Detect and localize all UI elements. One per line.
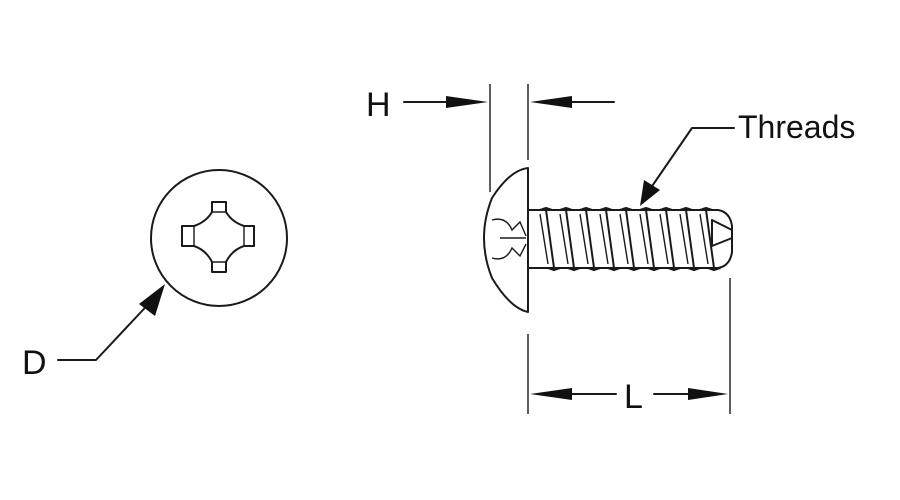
head-height-dimension xyxy=(403,84,615,192)
length-label: L xyxy=(624,378,643,416)
screw-side-view xyxy=(483,167,733,313)
thread-crests-top xyxy=(539,207,713,211)
recess-inner-lines xyxy=(193,211,245,263)
screw-head-top-view xyxy=(150,169,288,307)
thread-flanks xyxy=(545,209,715,269)
thread-roots xyxy=(539,213,709,265)
head-height-label: H xyxy=(366,86,391,124)
screw-head-profile xyxy=(483,167,529,313)
head-outline-circle xyxy=(150,169,288,307)
diameter-label: D xyxy=(22,344,47,382)
head-recess-lines xyxy=(491,218,527,260)
phillips-recess-icon xyxy=(181,201,255,273)
tip-slot xyxy=(711,219,733,247)
threads-label: Threads xyxy=(738,109,855,145)
threads-leader xyxy=(640,127,735,206)
length-dimension xyxy=(527,278,731,414)
diameter-leader xyxy=(57,284,165,361)
thread-crests-bottom xyxy=(547,267,721,271)
